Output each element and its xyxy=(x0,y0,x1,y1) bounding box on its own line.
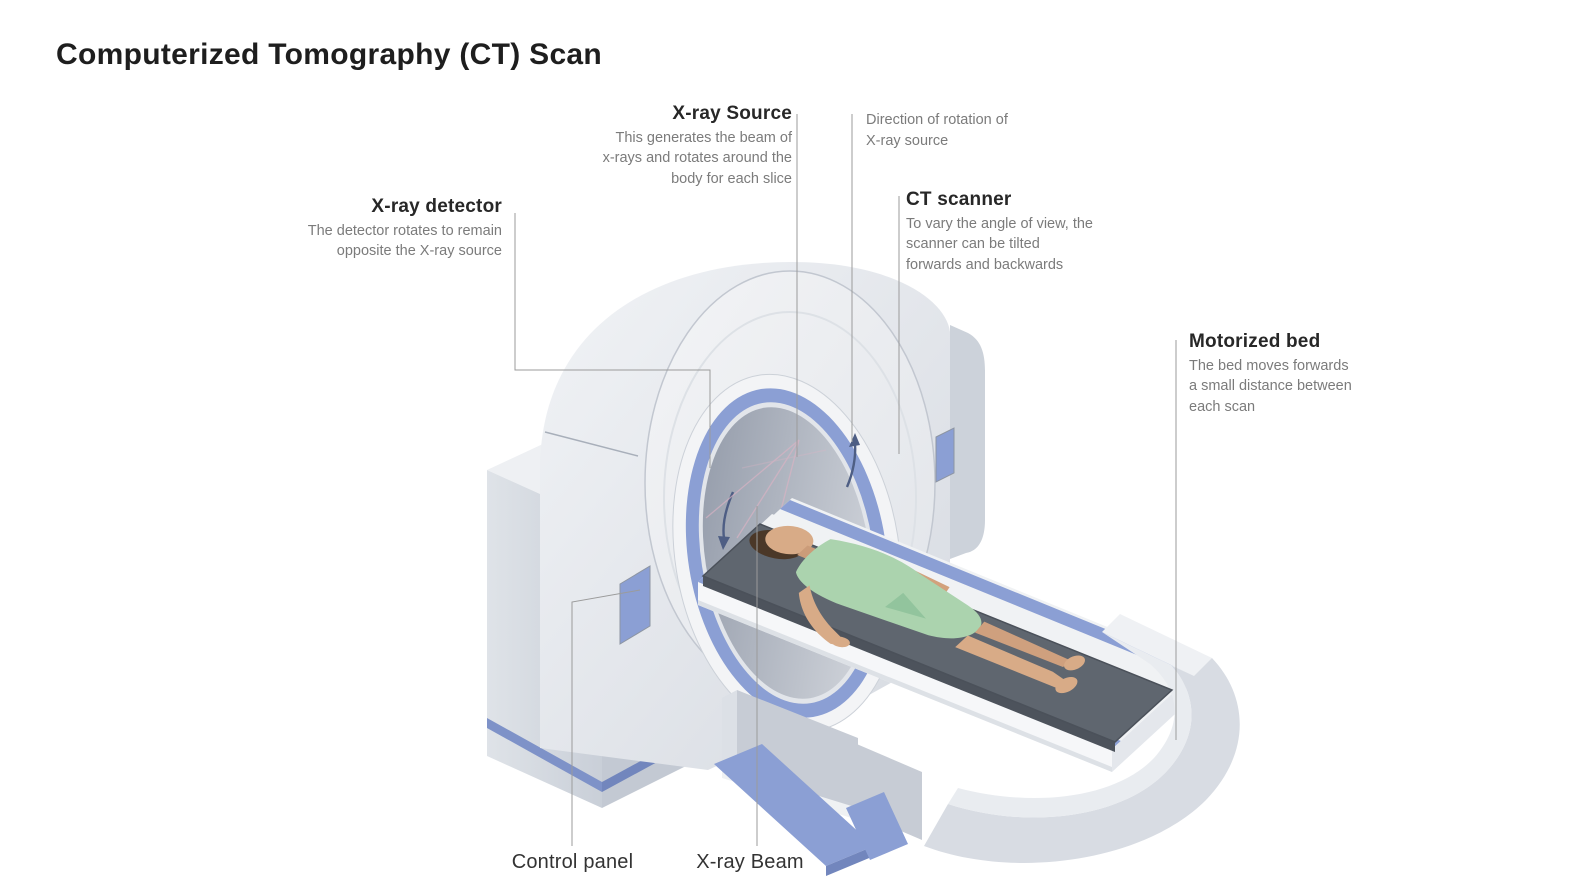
patient-neck xyxy=(797,545,821,561)
label-control-panel: Control panel xyxy=(470,851,675,874)
scanner-side-panel xyxy=(935,427,955,483)
base-accent-stripe-left xyxy=(487,718,602,792)
leader-line-xray-detector xyxy=(514,213,711,468)
ct-scanner-heading: CT scanner xyxy=(906,189,1012,210)
leader-line-control-panel xyxy=(571,589,641,846)
patient-near-leg xyxy=(955,635,1067,689)
xray-beam-heading: X-ray Beam xyxy=(696,851,804,873)
label-motorized-bed: Motorized bed The bed moves forwards a s… xyxy=(1189,331,1399,418)
motorized-bed-description: The bed moves forwards a small distance … xyxy=(1189,357,1352,415)
label-xray-detector: X-ray detector The detector rotates to r… xyxy=(266,196,502,262)
control-panel-device xyxy=(619,565,651,645)
patient-head xyxy=(765,525,814,555)
patient-far-leg xyxy=(975,621,1069,668)
bed-foot-curve xyxy=(924,614,1240,863)
patient-figure xyxy=(749,525,1085,694)
label-xray-beam: X-ray Beam xyxy=(650,851,850,874)
motorized-bed-heading: Motorized bed xyxy=(1189,331,1321,352)
xray-source-description: This generates the beam of x-rays and ro… xyxy=(602,129,792,187)
label-xray-source: X-ray Source This generates the beam of … xyxy=(555,103,792,190)
patient-near-foot xyxy=(1055,677,1078,694)
ct-scanner-description: To vary the angle of view, the scanner c… xyxy=(906,215,1093,273)
patient-gown xyxy=(795,539,982,639)
page-title: Computerized Tomography (CT) Scan xyxy=(56,38,603,71)
control-panel-heading: Control panel xyxy=(511,851,634,873)
gantry-right-side xyxy=(950,325,985,559)
label-rotation-direction: Direction of rotation of X-ray source xyxy=(866,110,1066,151)
bed-pedestal-foot xyxy=(846,742,922,860)
bed-accent-stripe-far xyxy=(780,500,1196,675)
patient-near-arm xyxy=(798,585,845,646)
xray-source-heading: X-ray Source xyxy=(672,103,792,124)
patient-far-foot xyxy=(1063,655,1085,671)
bed-pedestal-center xyxy=(714,690,874,876)
rotation-arrow-right xyxy=(845,433,860,488)
label-ct-scanner: CT scanner To vary the angle of view, th… xyxy=(906,189,1141,276)
xray-detector-description: The detector rotates to remain opposite … xyxy=(307,222,502,260)
xray-detector-heading: X-ray detector xyxy=(371,196,502,217)
rotation-direction-description: Direction of rotation of X-ray source xyxy=(866,112,1008,149)
